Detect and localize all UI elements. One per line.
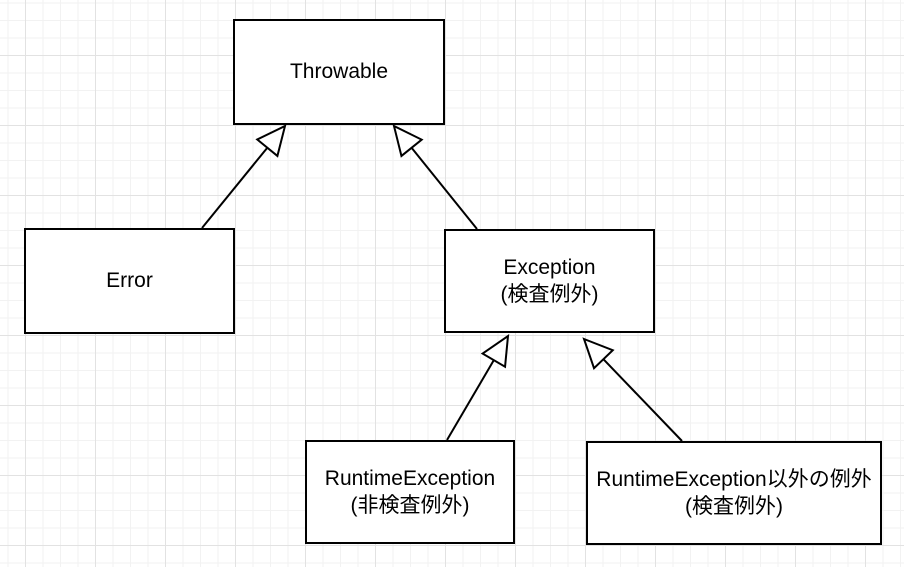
node-exception-label: Exception — [503, 255, 596, 279]
node-runtime-exception-sublabel: (非検査例外) — [350, 494, 470, 517]
hollow-triangle-arrowhead-icon — [255, 124, 287, 158]
node-throwable-label: Throwable — [289, 60, 389, 84]
inheritance-edge-error-extends-throwable[interactable] — [201, 124, 287, 229]
inheritance-edge-non-runtime-exception-extends-exception[interactable] — [582, 337, 683, 442]
node-throwable[interactable]: Throwable — [233, 19, 445, 125]
node-runtime-exception-label: RuntimeException — [324, 466, 496, 490]
hollow-triangle-arrowhead-icon — [392, 124, 424, 158]
node-error[interactable]: Error — [24, 228, 235, 334]
inheritance-edge-runtime-exception-extends-exception[interactable] — [446, 333, 510, 441]
node-non-runtime-exception-sublabel: (検査例外) — [685, 495, 783, 518]
node-runtime-exception[interactable]: RuntimeException (非検査例外) — [305, 440, 515, 544]
inheritance-edge-exception-extends-throwable[interactable] — [392, 124, 478, 230]
hollow-triangle-arrowhead-icon — [480, 333, 510, 369]
node-non-runtime-exception-label: RuntimeException以外の例外 — [596, 467, 872, 491]
node-error-label: Error — [106, 269, 153, 293]
hollow-triangle-arrowhead-icon — [582, 337, 615, 371]
node-exception[interactable]: Exception (検査例外) — [444, 229, 655, 333]
node-non-runtime-exception[interactable]: RuntimeException以外の例外 (検査例外) — [586, 441, 882, 545]
node-exception-sublabel: (検査例外) — [500, 283, 599, 306]
